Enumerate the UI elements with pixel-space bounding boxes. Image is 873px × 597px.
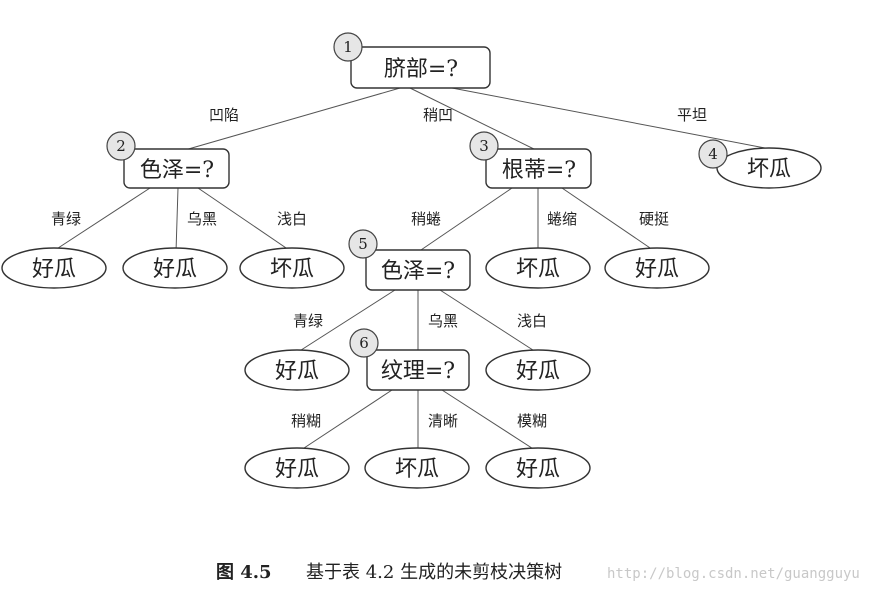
leaf-4: 坏瓜 [485,247,591,289]
edge-label-e8: 蜷缩 [547,210,577,228]
node-3-box [485,148,592,189]
edge-label-e10: 青绿 [293,312,323,330]
edge-n3-l5 [561,187,657,253]
edge-n1-n3 [409,87,541,153]
leaf-9-ellipse [364,447,470,489]
node-5-number: 5 [358,235,368,253]
edge-label-e7: 稍蜷 [411,210,441,228]
edge-label-e9: 硬挺 [639,210,669,228]
leaf-5-label: 好瓜 [635,257,679,282]
edges [51,87,766,453]
leaf-6-ellipse [244,349,350,391]
leaf-10-label: 好瓜 [516,457,560,482]
edge-n5-l6 [297,289,396,353]
node-6-box [366,349,470,391]
leaf-9: 坏瓜 [364,447,470,489]
leaf-1: 好瓜 [1,247,107,289]
edge-label-e5: 乌黑 [187,210,217,228]
node-6: 纹理=? 6 [349,328,470,391]
leaf-9-label: 坏瓜 [395,457,439,482]
leaf-4-ellipse [485,247,591,289]
caption-text: 基于表 4.2 生成的未剪枝决策树 [306,562,562,583]
leaf-3: 坏瓜 [239,247,345,289]
edge-label-e11: 乌黑 [428,312,458,330]
leaf-1-ellipse [1,247,107,289]
node-2-box [123,148,230,189]
leaf-2-label: 好瓜 [153,257,197,282]
node-3-number: 3 [479,137,489,155]
node-5-label: 色泽=? [381,259,455,284]
edge-n6-l8 [297,389,393,453]
node-2-number: 2 [116,137,126,155]
node-5-number-badge [348,229,378,259]
leaf-8-label: 好瓜 [275,457,319,482]
watermark-text: http://blog.csdn.net/guangguyu [607,566,860,582]
edge-label-e6: 浅白 [277,210,307,228]
leaf-10: 好瓜 [485,447,591,489]
edge-n6-l10 [441,389,539,453]
node-5-box [365,249,471,291]
node-4: 坏瓜 4 [698,139,822,189]
edge-label-e4: 青绿 [51,210,81,228]
node-2-label: 色泽=? [140,158,214,183]
leaf-7: 好瓜 [485,349,591,391]
edge-n1-n2 [177,87,401,153]
edge-n2-l3 [197,187,293,253]
edge-labels: 凹陷 稍凹 平坦 青绿 乌黑 浅白 稍蜷 蜷缩 硬挺 青绿 乌黑 浅白 稍糊 清… [51,106,707,430]
edge-n2-l2 [175,187,179,253]
edge-n5-l7 [439,289,537,353]
node-1: 脐部=? 1 [333,32,491,89]
node-4-number: 4 [708,145,718,163]
leaf-8: 好瓜 [244,447,350,489]
node-3: 根蒂=? 3 [469,131,592,189]
edge-label-e14: 清晰 [428,412,458,430]
leaf-10-ellipse [485,447,591,489]
edge-n3-n5 [417,187,513,253]
node-1-label: 脐部=? [384,57,458,82]
node-6-number-badge [349,328,379,358]
node-5: 色泽=? 5 [348,229,471,291]
node-1-number: 1 [343,38,353,56]
edge-label-e13: 稍糊 [291,412,321,430]
edge-label-e3: 平坦 [677,106,707,124]
figure-caption: 图 4.5 基于表 4.2 生成的未剪枝决策树 [216,562,562,583]
leaf-4-label: 坏瓜 [516,257,560,282]
edge-label-e1: 凹陷 [209,106,239,124]
leaf-5-ellipse [604,247,710,289]
leaf-7-label: 好瓜 [516,359,560,384]
node-3-number-badge [469,131,499,161]
edge-label-e2: 稍凹 [423,106,453,124]
leaf-2: 好瓜 [122,247,228,289]
node-1-number-badge [333,32,363,62]
node-3-label: 根蒂=? [502,158,576,183]
leaf-5: 好瓜 [604,247,710,289]
leaf-6: 好瓜 [244,349,350,391]
leaf-3-label: 坏瓜 [270,257,314,282]
edge-n2-l1 [51,187,151,253]
edge-label-e15: 模糊 [517,412,547,430]
node-6-label: 纹理=? [381,359,455,384]
leaf-1-label: 好瓜 [32,257,76,282]
edge-label-e12: 浅白 [517,312,547,330]
leaf-3-ellipse [239,247,345,289]
node-6-number: 6 [359,334,369,352]
node-4-number-badge [698,139,728,169]
leaf-7-ellipse [485,349,591,391]
leaf-6-label: 好瓜 [275,359,319,384]
node-4-label: 坏瓜 [747,157,791,182]
leaf-2-ellipse [122,247,228,289]
edge-n1-n4 [451,87,766,149]
node-1-box [350,46,491,89]
node-2: 色泽=? 2 [106,131,230,189]
leaf-8-ellipse [244,447,350,489]
node-2-number-badge [106,131,136,161]
caption-figure-number: 图 4.5 [216,562,272,583]
